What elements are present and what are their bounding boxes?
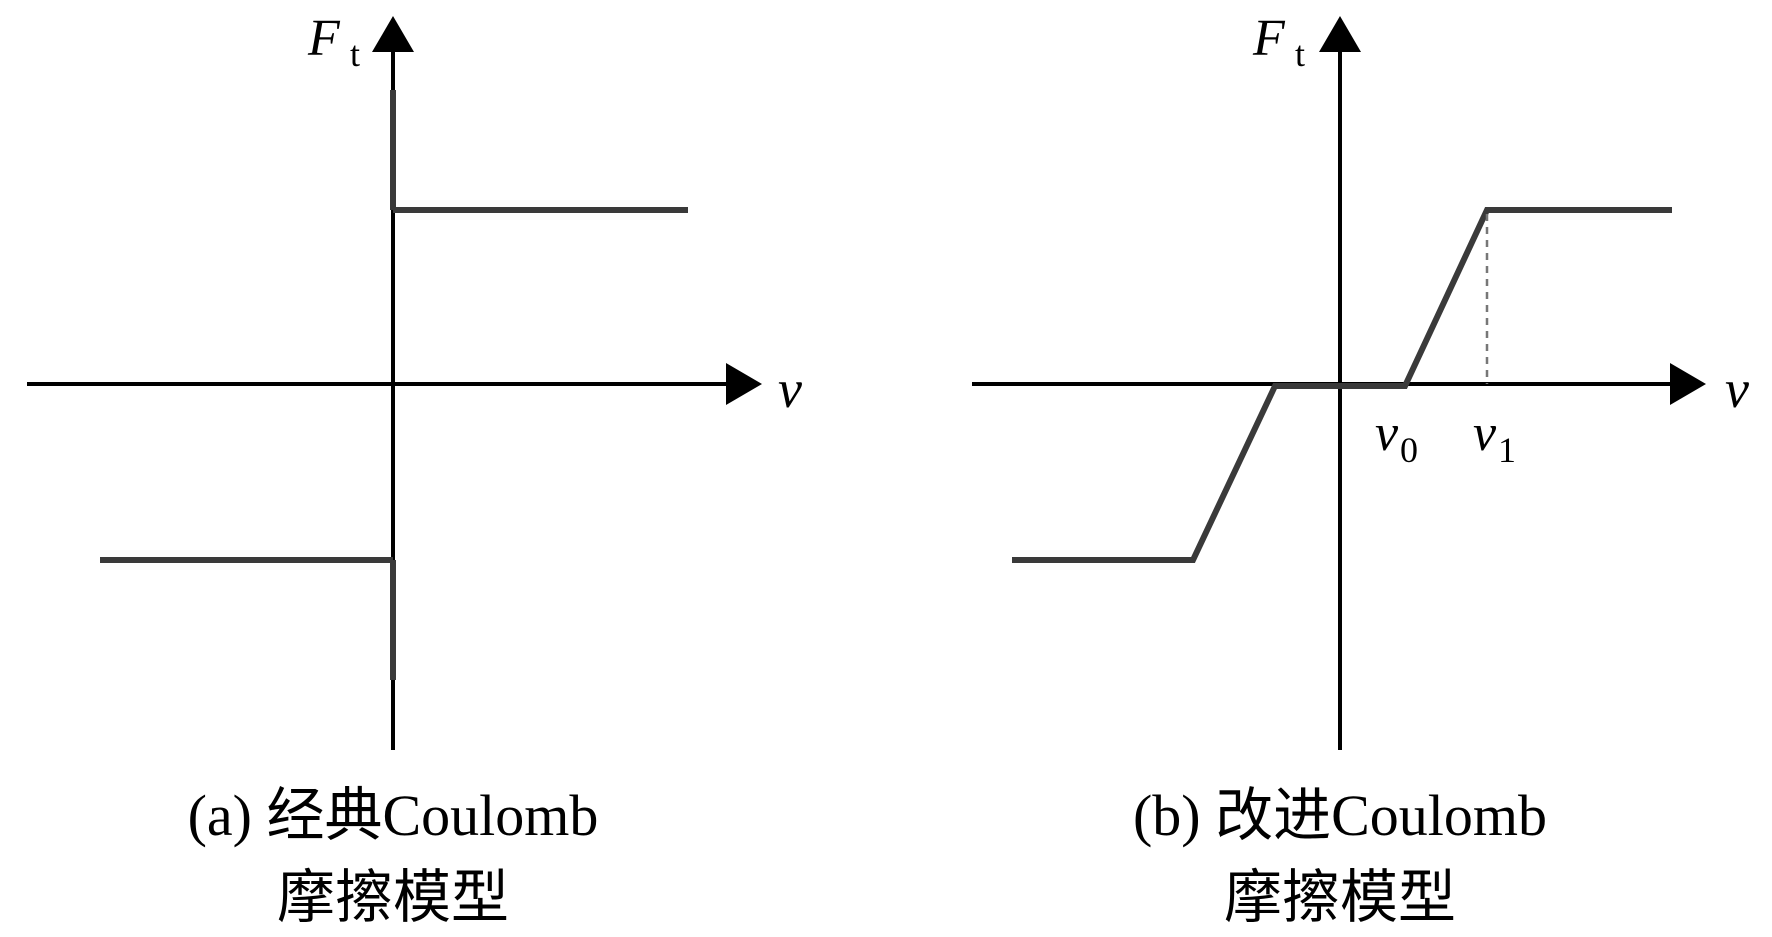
panel-b-v0-label: v (1375, 405, 1399, 462)
panel-b-friction-curve (1012, 207, 1672, 563)
panel-a-caption-line2: 摩擦模型 (277, 865, 509, 930)
panel-b-v1-sub: 1 (1498, 430, 1516, 470)
panel-a-y-label: F (307, 10, 341, 67)
panel-b-x-arrow (1670, 363, 1706, 405)
panel-b-v1-label: v (1473, 405, 1497, 462)
panel-b: F t v v 0 v 1 (b) 改进Coulomb 摩擦模型 (972, 10, 1749, 930)
panel-b-caption-line1: (b) 改进Coulomb (1133, 783, 1547, 848)
panel-a-x-arrow (726, 363, 762, 405)
panel-a-y-label-sub: t (350, 34, 360, 74)
panel-b-y-label-sub: t (1295, 34, 1305, 74)
panel-b-x-label: v (1725, 359, 1749, 419)
panel-a-caption-line1: (a) 经典Coulomb (188, 783, 599, 848)
panel-b-y-arrow (1319, 16, 1361, 52)
panel-b-v0-sub: 0 (1400, 430, 1418, 470)
panel-b-y-label: F (1252, 10, 1286, 67)
panel-a: F t v (a) 经典Coulomb 摩擦模型 (27, 10, 802, 930)
panel-a-y-arrow (372, 16, 414, 52)
panel-a-x-label: v (778, 359, 802, 419)
panel-b-caption-line2: 摩擦模型 (1224, 865, 1456, 930)
